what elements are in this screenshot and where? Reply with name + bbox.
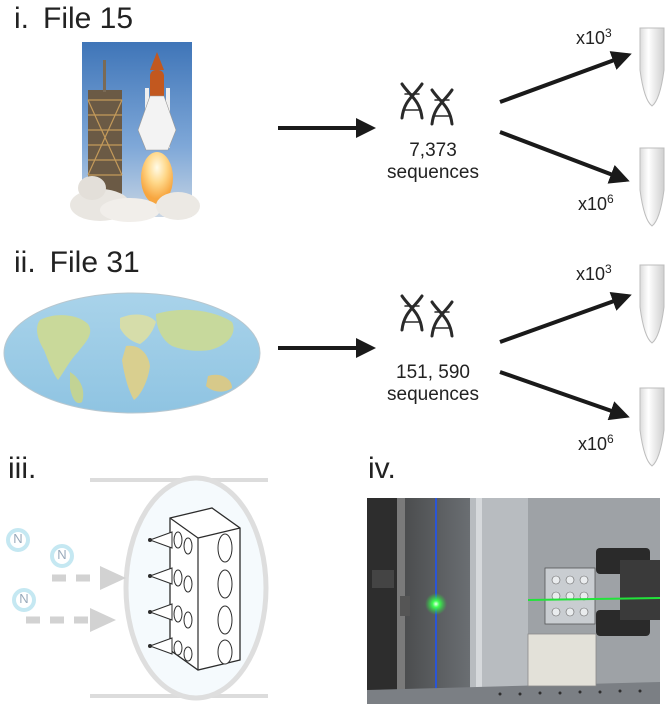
arrow-icon bbox=[499, 370, 630, 421]
panel-iv-label: iv. bbox=[368, 452, 396, 486]
dna-double-helix-icon bbox=[400, 82, 454, 126]
panel-ii-file-label: File 31 bbox=[49, 246, 140, 279]
arrow-icon bbox=[499, 292, 632, 344]
panel-ii-output-multiplier-bottom: x106 bbox=[578, 432, 614, 454]
neutron-irradiation-schematic bbox=[6, 475, 269, 701]
panel-iii-numeral: iii. bbox=[8, 452, 37, 485]
panel-i-output-multiplier-bottom: x106 bbox=[578, 192, 614, 214]
panel-ii-sequence-unit: sequences bbox=[387, 384, 479, 405]
panel-i-sequence-count: 7,373 bbox=[409, 140, 457, 161]
neutron-particle-label: N bbox=[13, 531, 23, 546]
microcentrifuge-tube-icon bbox=[639, 27, 665, 107]
microcentrifuge-tube-icon bbox=[639, 387, 665, 467]
microcentrifuge-tube-icon bbox=[639, 147, 665, 227]
panel-i-file-label: File 15 bbox=[43, 2, 134, 35]
laboratory-laser-setup-photo bbox=[367, 498, 661, 704]
panel-ii-sequence-count: 151, 590 bbox=[396, 362, 470, 383]
neutron-particle-label: N bbox=[19, 591, 29, 606]
panel-iii-label: iii. bbox=[8, 452, 36, 486]
arrow-icon bbox=[499, 51, 632, 104]
world-map bbox=[2, 288, 264, 420]
panel-ii-label: ii. File 31 bbox=[14, 246, 140, 280]
panel-ii-output-multiplier-top: x103 bbox=[576, 262, 612, 284]
neutron-particle-label: N bbox=[57, 547, 67, 562]
panel-ii-numeral: ii. bbox=[14, 246, 36, 279]
dna-double-helix-icon bbox=[400, 294, 454, 338]
panel-i-sequence-text: 7,373 sequences bbox=[368, 140, 498, 184]
microcentrifuge-tube-icon bbox=[639, 264, 665, 344]
arrow-icon bbox=[499, 130, 630, 184]
panel-ii-sequence-text: 151, 590 sequences bbox=[368, 362, 498, 406]
panel-i-numeral: i. bbox=[14, 2, 29, 35]
panel-i-sequence-unit: sequences bbox=[387, 162, 479, 183]
space-shuttle-launch-photo bbox=[70, 42, 200, 222]
panel-i-output-multiplier-top: x103 bbox=[576, 26, 612, 48]
panel-i-label: i. File 15 bbox=[14, 2, 133, 36]
panel-iv-numeral: iv. bbox=[368, 452, 396, 485]
